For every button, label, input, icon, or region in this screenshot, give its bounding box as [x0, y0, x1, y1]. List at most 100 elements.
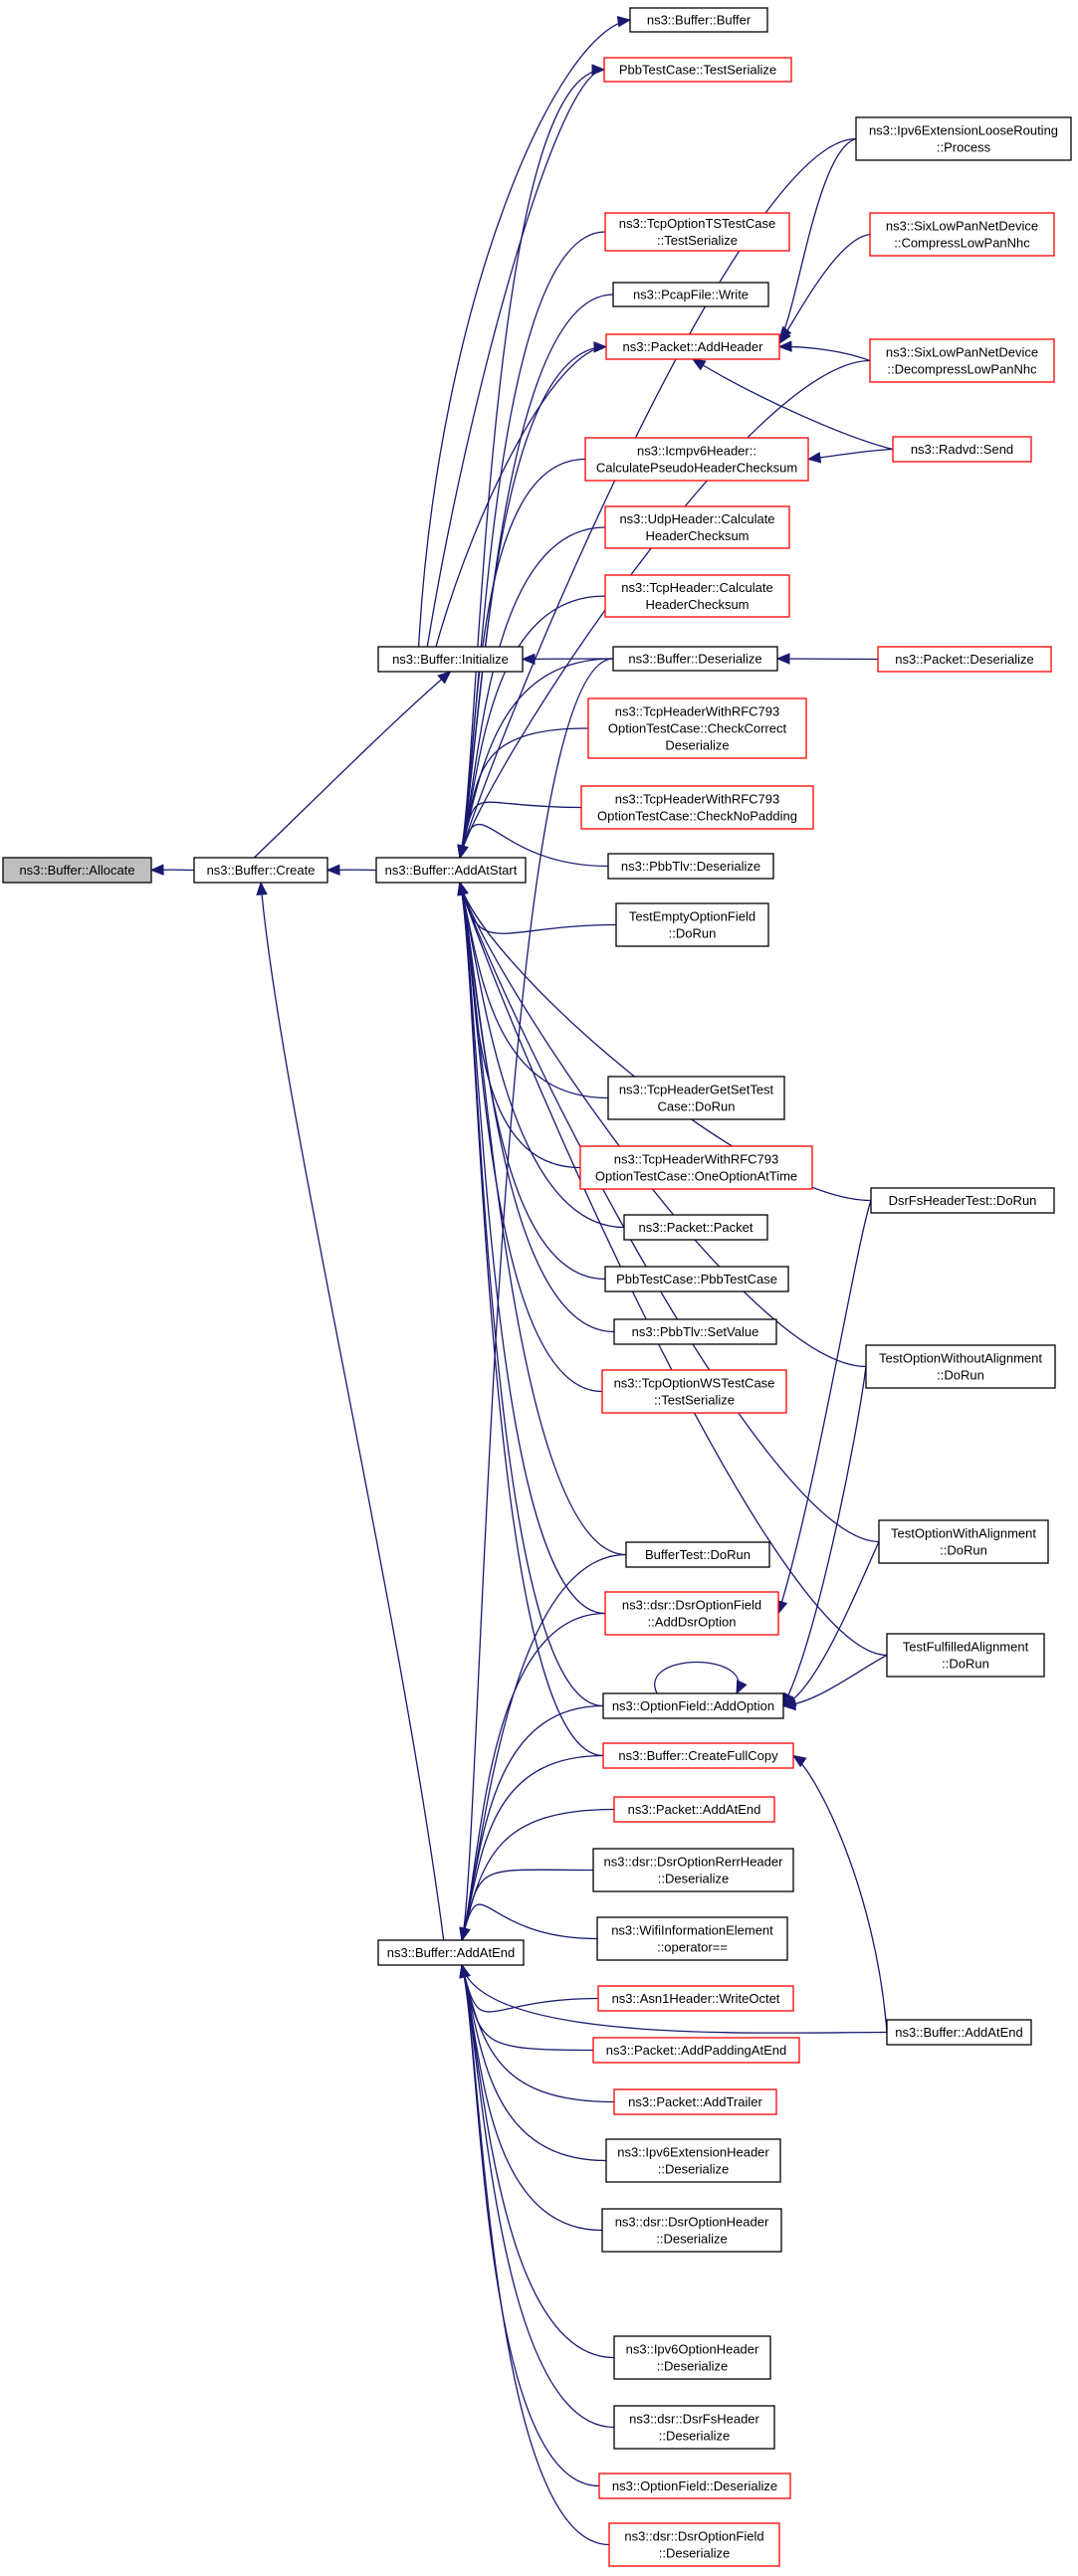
node-label: ::Deserialize: [658, 2162, 730, 2177]
node-allocate[interactable]: ns3::Buffer::Allocate: [2, 857, 152, 884]
node-box: [608, 2522, 780, 2567]
node-box: [596, 1916, 788, 1961]
node-box: [587, 697, 807, 759]
node-packet-addpadding[interactable]: ns3::Packet::AddPaddingAtEnd: [592, 2037, 800, 2064]
node-dsrfsheadertest[interactable]: DsrFsHeaderTest::DoRun: [870, 1187, 1055, 1214]
node-optionfield-addoption[interactable]: ns3::OptionField::AddOption: [602, 1692, 784, 1719]
node-packet-addatend[interactable]: ns3::Packet::AddAtEnd: [613, 1796, 775, 1823]
node-label: ns3::SixLowPanNetDevice: [886, 219, 1038, 234]
node-label: ::Deserialize: [656, 2232, 728, 2247]
node-testoptionwithout[interactable]: TestOptionWithoutAlignment::DoRun: [865, 1344, 1056, 1389]
node-label: OptionTestCase::OneOptionAtTime: [595, 1169, 797, 1184]
node-box: [612, 646, 778, 672]
node-label: ::Process: [937, 140, 991, 155]
node-dsr-adddsroption[interactable]: ns3::dsr::DsrOptionField::AddDsrOption: [604, 1591, 779, 1636]
node-packet-deserialize[interactable]: ns3::Packet::Deserialize: [877, 646, 1052, 673]
node-testemptyoption[interactable]: TestEmptyOptionField::DoRun: [615, 902, 769, 947]
node-label: ns3::Asn1Header::WriteOctet: [612, 1991, 780, 2006]
node-box: [602, 1742, 794, 1769]
node-label: BufferTest::DoRun: [645, 1547, 751, 1562]
node-label: ns3::WifiInformationElement: [611, 1923, 773, 1938]
node-packet-addheader[interactable]: ns3::Packet::AddHeader: [605, 333, 780, 360]
node-box: [613, 2088, 777, 2115]
node-ipv6loose-process[interactable]: ns3::Ipv6ExtensionLooseRouting::Process: [855, 116, 1072, 161]
node-dsrrerr-deserialize[interactable]: ns3::dsr::DsrOptionRerrHeader::Deseriali…: [592, 1848, 794, 1892]
node-box: [377, 1939, 525, 1966]
node-buffertest-dorun[interactable]: BufferTest::DoRun: [625, 1541, 770, 1568]
node-sixlow-compress[interactable]: ns3::SixLowPanNetDevice::CompressLowPanN…: [869, 212, 1055, 257]
node-box: [869, 338, 1055, 383]
node-label: ns3::dsr::DsrOptionField: [622, 1598, 761, 1613]
node-label: ns3::Packet::AddAtEnd: [628, 1802, 761, 1817]
node-label: ns3::OptionField::AddOption: [612, 1698, 774, 1713]
node-box: [604, 505, 790, 549]
node-radvd-send[interactable]: ns3::Radvd::Send: [892, 436, 1032, 463]
node-box: [375, 857, 527, 884]
node-buffer-deserialize[interactable]: ns3::Buffer::Deserialize: [612, 646, 778, 672]
node-label: DsrFsHeaderTest::DoRun: [889, 1193, 1037, 1208]
node-label: ::DecompressLowPanNhc: [887, 362, 1037, 377]
node-addatend[interactable]: ns3::Buffer::AddAtEnd: [377, 1939, 525, 1966]
node-testfulfilled[interactable]: TestFulfilledAlignment::DoRun: [886, 1633, 1045, 1678]
edge-buffer_deserialize-addatend: [461, 658, 614, 1941]
node-packet-addtrailer[interactable]: ns3::Packet::AddTrailer: [613, 2088, 777, 2115]
node-box: [629, 7, 768, 33]
node-wifiinfo-op[interactable]: ns3::WifiInformationElement::operator==: [596, 1916, 788, 1961]
node-label: ns3::dsr::DsrOptionField: [624, 2529, 763, 2544]
node-tcp793-checkcorrect[interactable]: ns3::TcpHeaderWithRFC793OptionTestCase::…: [587, 697, 807, 759]
node-label: ns3::TcpOptionWSTestCase: [614, 1376, 775, 1391]
edge-packet_addtrailer-addatend: [461, 1964, 615, 2103]
node-buffer-addatend-right[interactable]: ns3::Buffer::AddAtEnd: [886, 2019, 1032, 2046]
node-label: ns3::TcpHeaderWithRFC793: [615, 704, 779, 719]
node-ipv6option-deserialize[interactable]: ns3::Ipv6OptionHeader::Deserialize: [613, 2335, 771, 2380]
node-ipv6ext-deserialize[interactable]: ns3::Ipv6ExtensionHeader::Deserialize: [605, 2138, 781, 2183]
node-box: [613, 1318, 777, 1345]
node-label: ::Deserialize: [659, 2429, 731, 2444]
node-label: ::Deserialize: [657, 2359, 729, 2374]
node-pcapfile-write[interactable]: ns3::PcapFile::Write: [612, 282, 769, 307]
edge-addatstart-create-arrowhead: [325, 864, 340, 877]
node-box: [855, 116, 1072, 161]
node-asn1-writeoctet[interactable]: ns3::Asn1Header::WriteOctet: [597, 1985, 794, 2012]
node-box: [892, 436, 1032, 463]
node-dsroptionfield-deserialize[interactable]: ns3::dsr::DsrOptionField::Deserialize: [608, 2522, 780, 2567]
edge-decompress-addheader: [778, 345, 871, 362]
node-box: [613, 1796, 775, 1823]
node-packet-packet[interactable]: ns3::Packet::Packet: [623, 1214, 768, 1241]
node-label: ns3::TcpHeader::Calculate: [621, 580, 772, 595]
edge-initialize-pbbtest: [426, 69, 605, 648]
node-pbb-testserialize[interactable]: PbbTestCase::TestSerialize: [603, 57, 792, 83]
edge-dsroptionfield_deserialize-addatend: [461, 1964, 610, 2546]
node-create[interactable]: ns3::Buffer::Create: [193, 857, 328, 884]
node-dsroption-deserialize[interactable]: ns3::dsr::DsrOptionHeader::Deserialize: [601, 2208, 782, 2253]
node-box: [607, 853, 774, 880]
node-testoptionwith[interactable]: TestOptionWithAlignment::DoRun: [878, 1519, 1049, 1564]
node-label: ::TestSerialize: [657, 233, 738, 248]
edge-testfulfilled-addatstart: [459, 882, 888, 1657]
node-tcp793-oneoption[interactable]: ns3::TcpHeaderWithRFC793OptionTestCase::…: [579, 1145, 813, 1190]
node-tcpws-testserialize[interactable]: ns3::TcpOptionWSTestCase::TestSerialize: [601, 1369, 787, 1414]
node-pbbtlv-deserialize[interactable]: ns3::PbbTlv::Deserialize: [607, 853, 774, 880]
node-icmpv6-checksum[interactable]: ns3::Icmpv6Header::CalculatePseudoHeader…: [584, 437, 809, 482]
edge-dsrfs_deserialize-addatend: [461, 1964, 615, 2429]
node-tcpts-testserialize[interactable]: ns3::TcpOptionTSTestCase::TestSerialize: [604, 212, 790, 252]
node-box: [604, 212, 790, 252]
node-label: ns3::Buffer::AddAtEnd: [387, 1945, 515, 1960]
node-pbbtestcase-ctor[interactable]: PbbTestCase::PbbTestCase: [604, 1266, 789, 1292]
node-optionfield-deserialize[interactable]: ns3::OptionField::Deserialize: [598, 2473, 791, 2499]
node-addatstart[interactable]: ns3::Buffer::AddAtStart: [375, 857, 527, 884]
edge-initialize-bufferbuffer-arrowhead: [616, 15, 632, 28]
node-sixlow-decompress[interactable]: ns3::SixLowPanNetDevice::DecompressLowPa…: [869, 338, 1055, 383]
node-pbbtlv-setvalue[interactable]: ns3::PbbTlv::SetValue: [613, 1318, 777, 1345]
node-label: OptionTestCase::CheckNoPadding: [597, 809, 797, 824]
node-dsrfs-deserialize[interactable]: ns3::dsr::DsrFsHeader::Deserialize: [613, 2405, 775, 2450]
node-tcp793-checknopadding[interactable]: ns3::TcpHeaderWithRFC793OptionTestCase::…: [580, 785, 814, 830]
node-buffer-buffer[interactable]: ns3::Buffer::Buffer: [629, 7, 768, 33]
node-initialize[interactable]: ns3::Buffer::Initialize: [377, 646, 524, 673]
node-createfullcopy[interactable]: ns3::Buffer::CreateFullCopy: [602, 1742, 794, 1769]
node-label: TestOptionWithoutAlignment: [879, 1351, 1042, 1366]
node-box: [625, 1541, 770, 1568]
